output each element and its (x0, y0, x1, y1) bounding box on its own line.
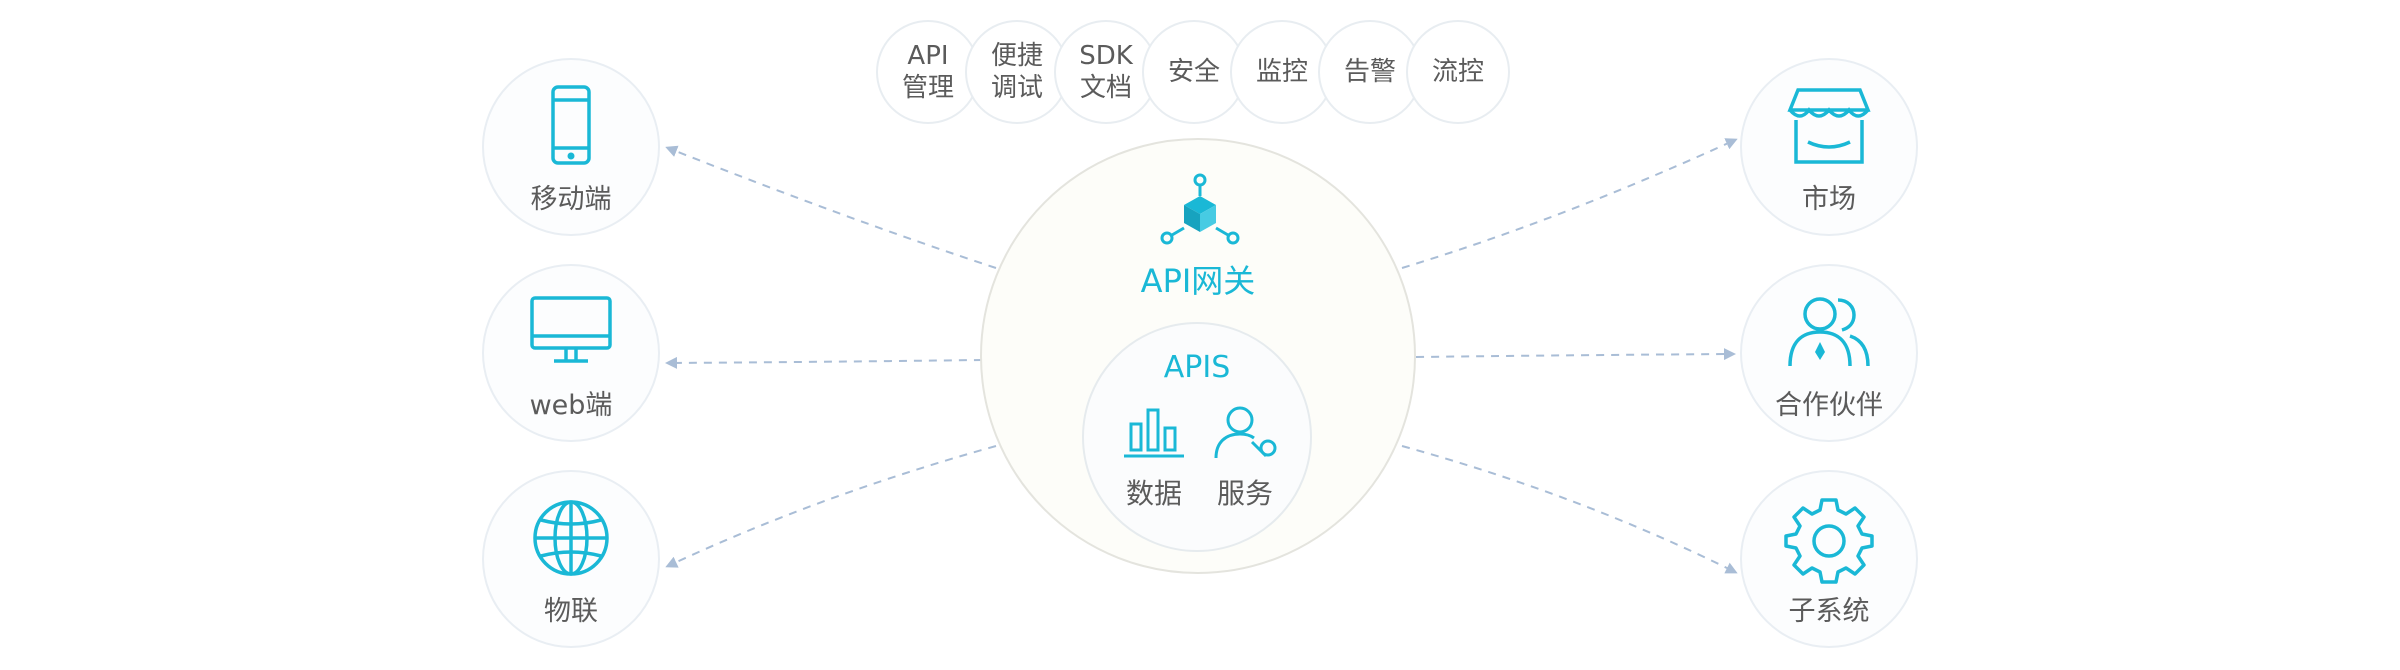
arrow-to-market (1401, 138, 1738, 269)
user-wrench-icon (1214, 406, 1277, 459)
client-label: 合作伙伴 (1775, 390, 1883, 421)
client-market: 市场 (1740, 58, 1918, 236)
capability-monitoring: 监控 (1230, 20, 1334, 124)
capability-line: 调试 (990, 73, 1043, 103)
arrow-to-iot (665, 445, 997, 568)
bar-chart-icon (1124, 408, 1184, 458)
capability-flow-control: 流控 (1406, 20, 1510, 124)
client-label: 移动端 (530, 184, 612, 215)
mobile-phone-icon (551, 85, 591, 165)
client-web: web端 (482, 264, 660, 442)
capability-line: 文档 (1079, 73, 1132, 103)
gateway-cube-icon (1160, 173, 1240, 245)
apis-title: APIS (1163, 350, 1231, 385)
capability-line: 便捷 (990, 41, 1043, 71)
capability-line: 监控 (1255, 57, 1308, 87)
client-label: 市场 (1802, 184, 1856, 215)
capability-line: 安全 (1167, 57, 1220, 87)
service-label: 服务 (1216, 477, 1273, 510)
client-mobile: 移动端 (482, 58, 660, 236)
capability-line: API (907, 41, 949, 71)
storefront-icon (1787, 88, 1871, 164)
data-label: 数据 (1125, 477, 1182, 510)
partners-icon (1788, 297, 1870, 367)
globe-icon (533, 500, 609, 576)
capability-line: 流控 (1431, 57, 1484, 87)
client-subsystem: 子系统 (1740, 470, 1918, 648)
capability-line: 告警 (1343, 57, 1396, 87)
client-label: 物联 (544, 596, 598, 627)
apis-circle: APIS 数据 服务 (1082, 322, 1312, 552)
gateway-title: API网关 (1140, 262, 1256, 300)
gear-icon (1784, 498, 1874, 584)
client-label: web端 (529, 390, 613, 421)
monitor-icon (530, 296, 612, 363)
arrow-to-subsystem (1401, 445, 1738, 574)
capability-line: SDK (1079, 41, 1133, 71)
arrow-to-web (665, 356, 983, 369)
arrow-to-partners (1415, 348, 1736, 361)
client-label: 子系统 (1788, 596, 1870, 627)
capability-security: 安全 (1142, 20, 1246, 124)
arrow-to-mobile (665, 145, 997, 269)
capability-line: 管理 (901, 73, 954, 103)
client-iot: 物联 (482, 470, 660, 648)
client-partners: 合作伙伴 (1740, 264, 1918, 442)
capability-alerting: 告警 (1318, 20, 1422, 124)
